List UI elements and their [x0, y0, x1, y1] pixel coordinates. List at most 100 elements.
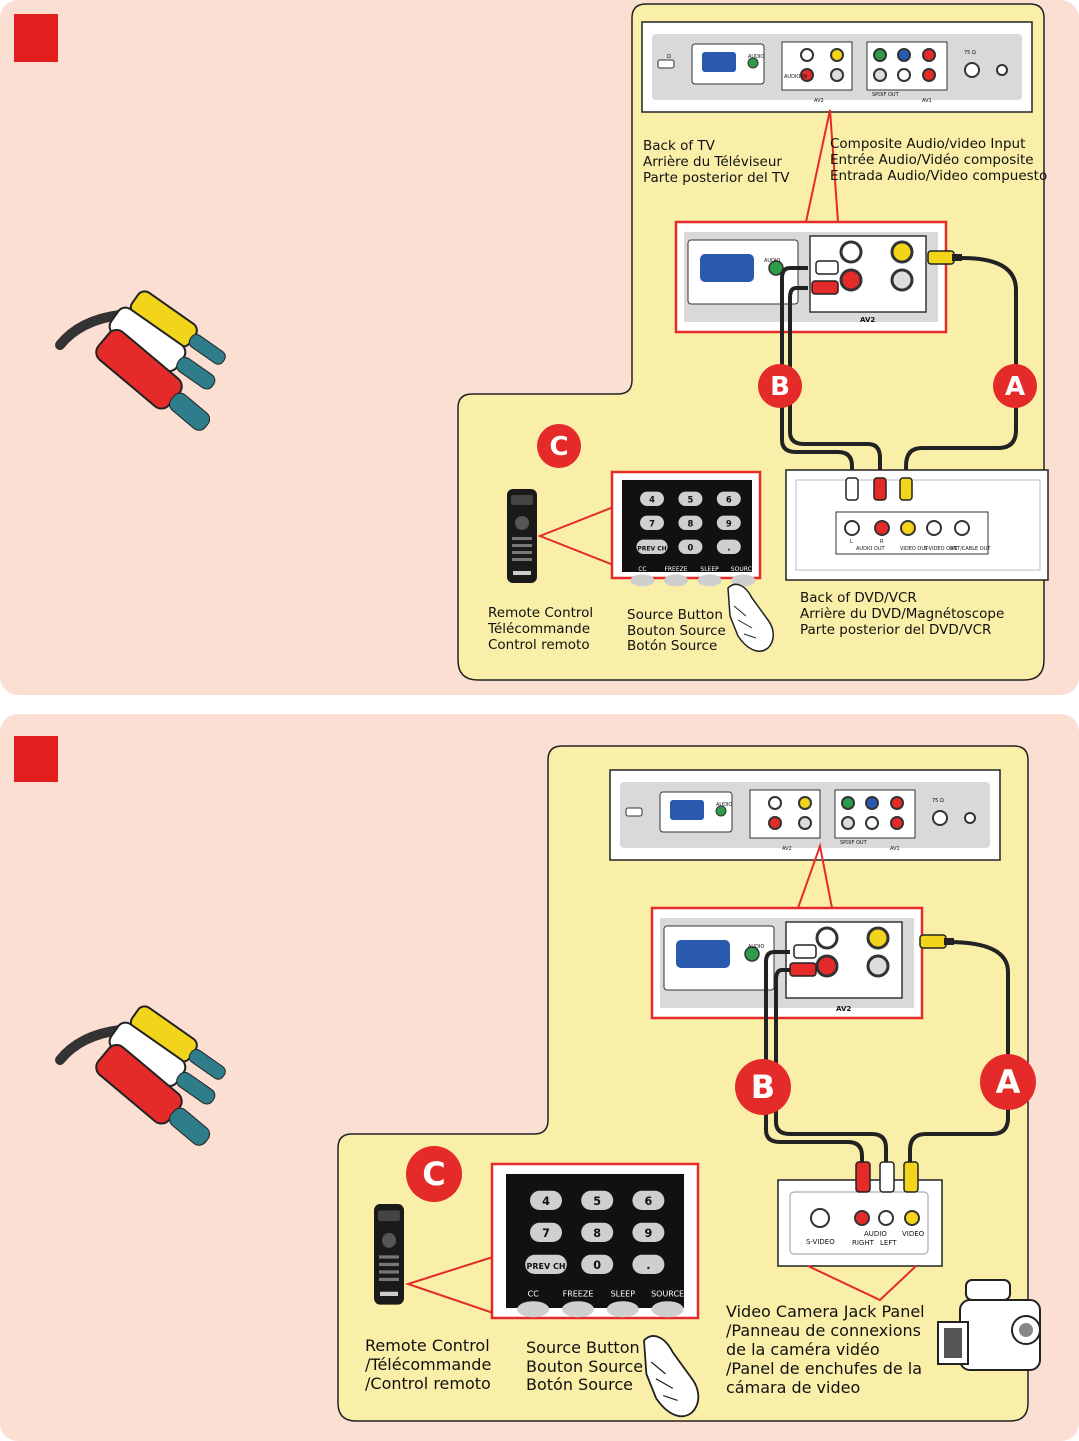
tv2-audio-label: AUDIO: [716, 802, 732, 808]
badge-a-2: A: [980, 1054, 1036, 1110]
func-key-3: [651, 1301, 684, 1318]
dvd-back-panel: L R AUDIO OUT VIDEO OUT S-VIDEO OUT ANT/…: [785, 469, 1049, 581]
func-key-label-0: CC: [528, 1289, 540, 1298]
keypad-key-label-2-0: PREV CH: [526, 1262, 565, 1271]
source-label-es-1: Botón Source: [627, 638, 717, 654]
camera-label-4: cámara de video: [726, 1378, 860, 1397]
zoom2-audio-label: AUDIO: [748, 944, 764, 950]
zoom-callout-2: [797, 842, 833, 909]
badge-b-2: B: [735, 1059, 791, 1115]
cable2-b-white: [774, 968, 888, 1162]
source-label-es-2: Botón Source: [526, 1375, 633, 1394]
svg-text:C: C: [422, 1155, 445, 1193]
func-key-label-0: CC: [638, 566, 646, 573]
keypad-key-label-0-0: 4: [542, 1195, 550, 1208]
rca-cable-icon-2: [55, 1005, 226, 1146]
step-square-1: [14, 14, 58, 62]
cables-2: [764, 940, 1010, 1162]
source-label-en-2: Source Button: [526, 1338, 640, 1357]
plugs-tv-1: [811, 250, 962, 295]
dvd-back-labels: Back of DVD/VCR Arrière du DVD/Magnétosc…: [800, 590, 1004, 638]
tv2-ohm-label: 75 Ω: [932, 798, 944, 804]
step-square-2: [14, 736, 58, 782]
keypad-key-label-1-0: 7: [542, 1227, 550, 1240]
func-key-label-2: SLEEP: [611, 1289, 636, 1298]
svg-text:B: B: [770, 372, 790, 402]
dvd-antenna-out-label: ANT/CABLE OUT: [950, 546, 991, 552]
remote-labels-2: Remote Control /Télécommande /Control re…: [365, 1336, 491, 1393]
keypad-key-label-2-2: .: [646, 1259, 650, 1272]
camcorder-icon: [937, 1279, 1041, 1371]
dvd-label-en: Back of DVD/VCR: [800, 590, 917, 606]
keypad-key-label-2-1: 0: [687, 542, 693, 552]
keypad-key-1-0: [640, 515, 664, 530]
func-key-label-2: SLEEP: [700, 566, 719, 573]
keypad-key-0-1: [678, 491, 703, 506]
tv-audio-in-label: AUDIO IN: [784, 74, 807, 80]
func-key-label-1: FREEZE: [563, 1289, 594, 1298]
tv-spdif-label: SPDIF OUT: [872, 92, 900, 98]
zoom-audio-label: AUDIO: [764, 258, 780, 264]
svg-text:C: C: [549, 432, 568, 462]
zoom2-av2-label: AV2: [836, 1005, 851, 1013]
zoom-av2-label: AV2: [860, 316, 875, 324]
remote-control-1: [507, 489, 537, 583]
av2-zoom-panel: AUDIO AV2: [674, 220, 948, 334]
tv-back-labels: Back of TV Arrière du Téléviseur Parte p…: [643, 138, 790, 186]
plugs-dvd-1: [845, 477, 913, 501]
func-key-1: [664, 574, 688, 587]
remote-label-en-1: Remote Control: [488, 605, 593, 621]
func-key-label-3: SOURCE: [731, 566, 756, 573]
func-key-1: [562, 1301, 594, 1318]
dvd-l-label: L: [850, 539, 853, 545]
tv-audio-label: AUDIO: [748, 54, 764, 60]
func-key-0: [517, 1301, 550, 1318]
tv2-av1-label: AV1: [890, 846, 900, 852]
headphone-icon: Ω: [667, 54, 671, 60]
cam-audio-label: AUDIO: [864, 1230, 887, 1238]
plugs-cam-2: [855, 1161, 919, 1193]
keypad-key-0-2: [716, 491, 741, 506]
keypad-key-2-2: [632, 1254, 665, 1274]
tv-av2-label: AV2: [814, 98, 824, 104]
func-key-3: [731, 574, 756, 587]
zoom-callout: [805, 109, 839, 223]
dvd-video-out-label: VIDEO OUT: [900, 546, 929, 552]
cables-1: [780, 256, 1018, 478]
keypad-key-label-2-0: PREV CH: [637, 545, 666, 552]
tv2-av2-label: AV2: [782, 846, 792, 852]
keypad-key-1-0: [530, 1222, 562, 1242]
tv-back-panel: AUDIO AUDIO IN AV2 AV1 SPDIF OUT 75 Ω Ω: [641, 21, 1033, 113]
keypad-key-label-1-1: 8: [593, 1227, 601, 1240]
tv-back-label-es: Parte posterior del TV: [643, 170, 790, 186]
keypad-key-1-2: [716, 515, 741, 530]
keypad-key-label-0-1: 5: [687, 494, 693, 504]
composite-label-fr: Entrée Audio/Vidéo composite: [830, 152, 1034, 168]
remote-label-en-2: Remote Control: [365, 1336, 490, 1355]
tv-back-label-en: Back of TV: [643, 138, 716, 154]
keypad-key-label-1-0: 7: [649, 518, 655, 528]
tv-back-label-fr: Arrière du Téléviseur: [643, 154, 782, 170]
source-label-fr-2: Bouton Source: [526, 1357, 643, 1376]
remote-label-es-1: Control remoto: [488, 637, 590, 653]
cable-b-audio-red: [788, 286, 882, 478]
cam-right-label: RIGHT: [852, 1239, 875, 1247]
composite-label-en: Composite Audio/video Input: [830, 136, 1025, 152]
camera-jack-panel: S-VIDEO AUDIO RIGHT LEFT VIDEO: [777, 1179, 943, 1267]
func-key-label-1: FREEZE: [664, 566, 687, 573]
keypad-key-label-0-2: 6: [645, 1195, 653, 1208]
composite-input-labels: Composite Audio/video Input Entrée Audio…: [830, 136, 1047, 184]
remote-control-2: [374, 1204, 404, 1305]
keypad-key-0-0: [640, 491, 664, 506]
keypad-key-label-2-1: 0: [593, 1259, 601, 1272]
remote-label-fr-1: Télécommande: [487, 621, 590, 637]
camera-label-3: /Panel de enchufes de la: [726, 1359, 922, 1378]
panel-1: AUDIO AUDIO IN AV2 AV1 SPDIF OUT 75 Ω Ω …: [0, 0, 1079, 695]
camera-callout: [807, 1265, 917, 1302]
keypad-key-1-1: [678, 515, 703, 530]
camera-labels: Video Camera Jack Panel /Panneau de conn…: [726, 1302, 925, 1397]
cable2-b-red: [764, 950, 864, 1162]
dvd-r-label: R: [880, 539, 884, 545]
